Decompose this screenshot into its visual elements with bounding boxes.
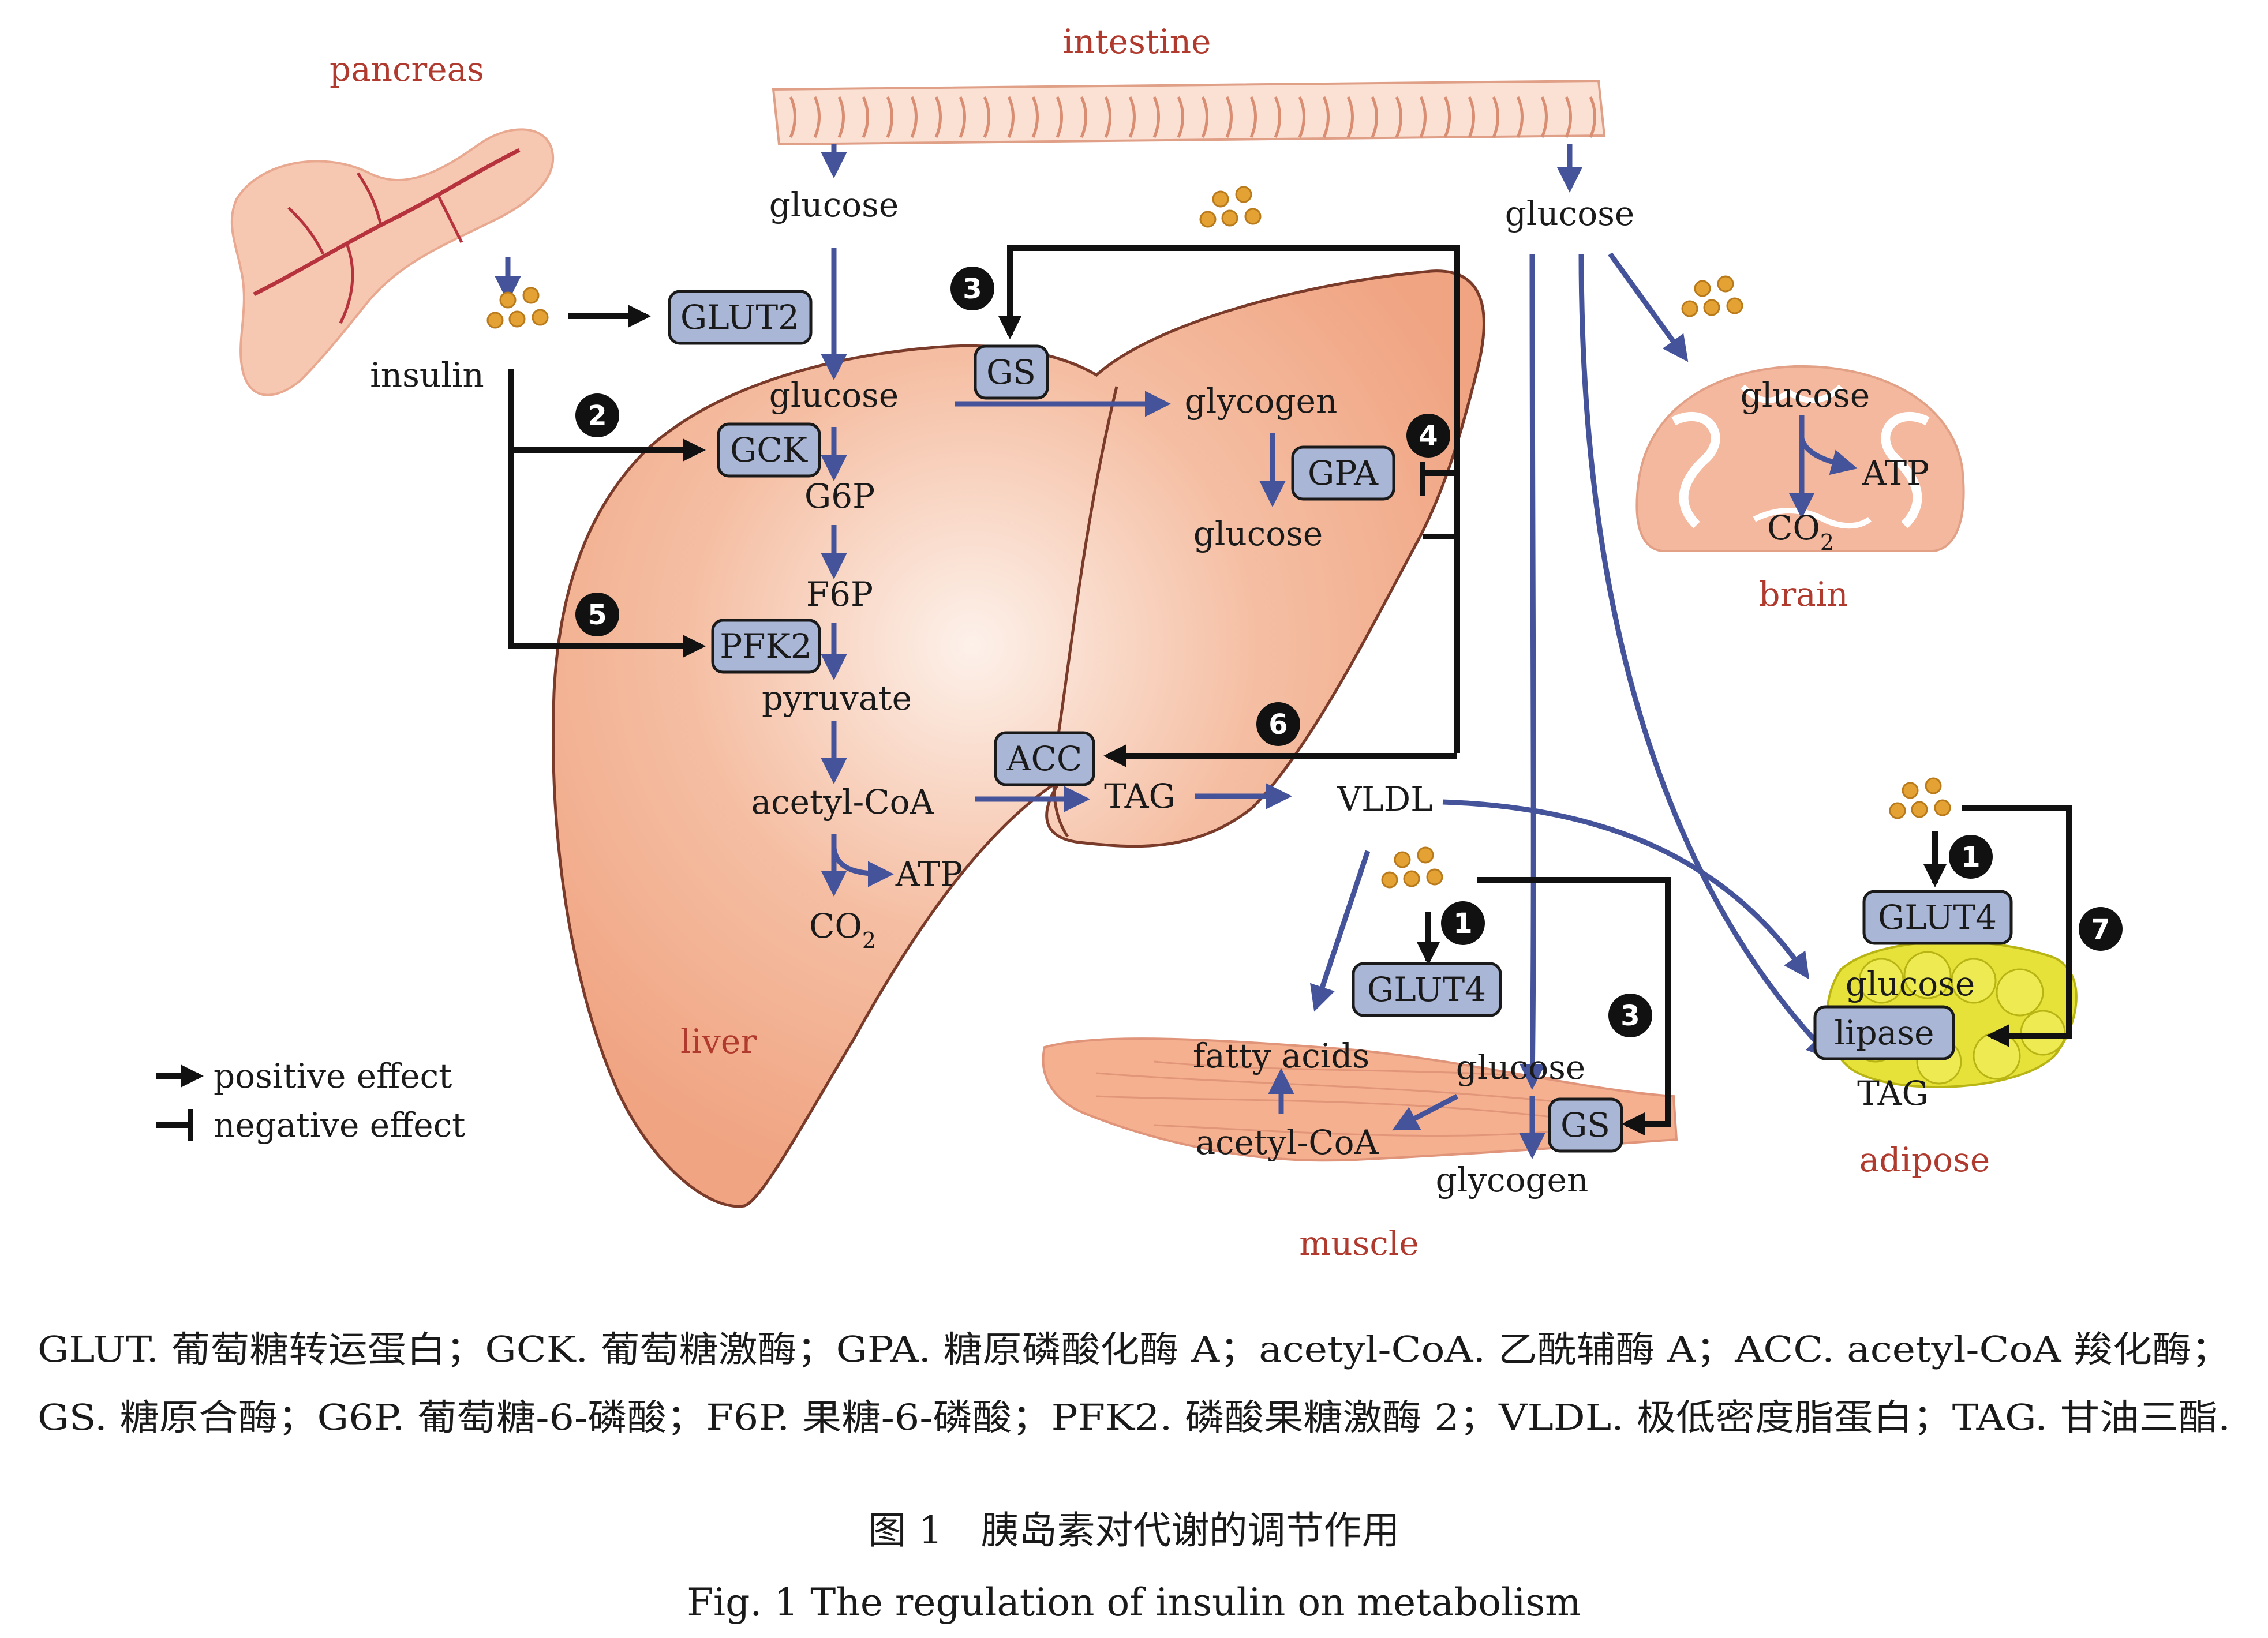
- glut2-label: GLUT2: [680, 298, 799, 337]
- pfk2-label: PFK2: [720, 627, 812, 666]
- glut4-adipose-label: GLUT4: [1878, 898, 1997, 937]
- acc-label: ACC: [1006, 739, 1083, 778]
- svg-text:5: 5: [587, 599, 607, 631]
- marker-6: 6: [1256, 702, 1300, 746]
- liver-glucose-2: glucose: [1193, 514, 1323, 553]
- liver-glucose: glucose: [769, 376, 899, 415]
- brain-atp-label: ATP: [1862, 453, 1929, 493]
- fatty-acids-label: fatty acids: [1193, 1036, 1369, 1075]
- gs-muscle-label: GS: [1560, 1105, 1610, 1145]
- gpa-label: GPA: [1308, 453, 1379, 493]
- figure-title-en: Fig. 1 The regulation of insulin on meta…: [687, 1580, 1581, 1625]
- gs-liver-box: GS: [974, 344, 1049, 400]
- caption-line-2: GS. 糖原合酶；G6P. 葡萄糖-6-磷酸；F6P. 果糖-6-磷酸；PFK2…: [38, 1396, 2230, 1438]
- liver-atp-label: ATP: [895, 854, 963, 894]
- marker-2: 2: [575, 393, 619, 437]
- regulation-arrows: [156, 245, 2072, 1141]
- gpa-box: GPA: [1291, 445, 1395, 501]
- g6p-label: G6P: [804, 477, 875, 516]
- intestine-glucose-left: glucose: [769, 185, 899, 224]
- brain-co2-label: CO2: [1767, 508, 1834, 555]
- pancreas-label: pancreas: [330, 50, 484, 89]
- adipose-glucose: glucose: [1846, 964, 1975, 1003]
- tag-label: TAG: [1104, 777, 1176, 816]
- marker-1-adipose: 1: [1949, 835, 1993, 879]
- intestine-glucose-right: glucose: [1505, 194, 1635, 233]
- muscle-glycogen: glycogen: [1436, 1160, 1589, 1200]
- acetyl-coa-label: acetyl-CoA: [751, 782, 935, 822]
- gck-box: GCK: [717, 422, 821, 478]
- legend-positive: positive effect: [214, 1056, 452, 1096]
- acc-box: ACC: [994, 731, 1095, 786]
- lipase-label: lipase: [1835, 1013, 1934, 1052]
- marker-5: 5: [575, 593, 619, 636]
- numbered-markers: 2 5 3 4 6 1 3 1 7: [575, 267, 2123, 1037]
- glut4-muscle-label: GLUT4: [1367, 970, 1486, 1009]
- svg-text:2: 2: [587, 400, 607, 432]
- f6p-label: F6P: [806, 575, 873, 614]
- adipose-tag: TAG: [1857, 1074, 1929, 1113]
- svg-text:4: 4: [1419, 420, 1438, 452]
- gs-liver-label: GS: [986, 353, 1036, 392]
- intestine-shape: [772, 79, 1606, 146]
- svg-text:7: 7: [2091, 913, 2110, 946]
- caption-line-1: GLUT. 葡萄糖转运蛋白；GCK. 葡萄糖激酶；GPA. 糖原磷酸化酶 A；a…: [38, 1328, 2230, 1370]
- marker-1-muscle: 1: [1441, 901, 1485, 945]
- lipase-box: lipase: [1813, 1005, 1955, 1060]
- pyruvate-label: pyruvate: [762, 679, 912, 718]
- muscle-label: muscle: [1299, 1224, 1419, 1263]
- brain-label: brain: [1758, 575, 1848, 614]
- pathway-arrows: [495, 144, 1858, 1159]
- marker-3-muscle: 3: [1608, 994, 1652, 1037]
- glut4-muscle-box: GLUT4: [1352, 962, 1502, 1017]
- enzyme-boxes: GLUT2 GCK PFK2 GS GPA ACC GLUT4 GS GLUT4…: [668, 290, 2013, 1153]
- svg-text:1: 1: [1453, 908, 1472, 940]
- marker-4: 4: [1406, 414, 1450, 458]
- pancreas-shape: [230, 128, 555, 396]
- svg-text:3: 3: [1620, 1000, 1640, 1032]
- insulin-label: insulin: [370, 355, 484, 395]
- glut2-box: GLUT2: [668, 290, 813, 345]
- legend-negative: negative effect: [214, 1105, 465, 1145]
- svg-text:6: 6: [1268, 709, 1288, 741]
- metabolite-labels: insulin glucose glucose glucose G6P F6P …: [370, 185, 1975, 1200]
- brain-glucose: glucose: [1741, 376, 1870, 415]
- figure-title-cn: 图 1 胰岛素对代谢的调节作用: [869, 1508, 1400, 1553]
- marker-7: 7: [2079, 907, 2123, 951]
- adipose-label: adipose: [1859, 1140, 1990, 1179]
- liver-label: liver: [680, 1022, 757, 1061]
- svg-text:3: 3: [963, 273, 982, 305]
- muscle-glucose: glucose: [1456, 1048, 1586, 1087]
- legend: positive effect negative effect: [214, 1056, 465, 1145]
- glut4-adipose-box: GLUT4: [1862, 890, 2013, 945]
- muscle-acetyl-coa: acetyl-CoA: [1196, 1123, 1379, 1162]
- liver-co2-label: CO2: [809, 906, 876, 953]
- svg-text:1: 1: [1961, 841, 1980, 874]
- marker-3-liver: 3: [950, 267, 994, 310]
- vldl-label: VLDL: [1337, 779, 1432, 819]
- gs-muscle-box: GS: [1548, 1097, 1623, 1153]
- intestine-label: intestine: [1063, 22, 1211, 61]
- caption: GLUT. 葡萄糖转运蛋白；GCK. 葡萄糖激酶；GPA. 糖原磷酸化酶 A；a…: [38, 1328, 2230, 1625]
- glycogen-label: glycogen: [1185, 381, 1338, 421]
- pfk2-box: PFK2: [711, 619, 821, 674]
- gck-label: GCK: [730, 430, 809, 470]
